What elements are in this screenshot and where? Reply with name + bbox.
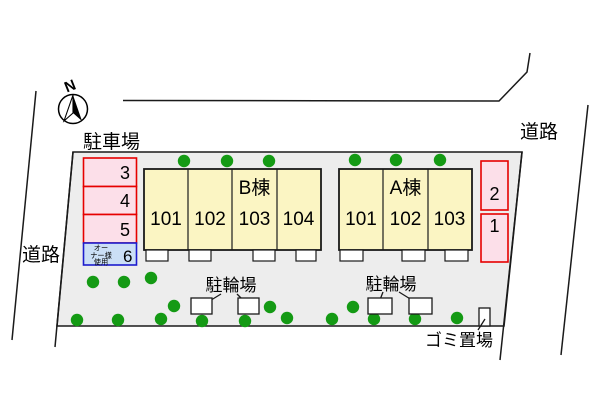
tree-icon <box>154 312 168 326</box>
tree-icon <box>238 314 252 328</box>
parking-space-2-number: 2 <box>489 184 499 204</box>
parking-space-1 <box>480 213 509 263</box>
tree-icon <box>346 300 360 314</box>
road-label-left: 道路 <box>22 244 60 266</box>
building-b-unit-101: 101 <box>150 209 182 230</box>
tree-icon <box>111 313 125 327</box>
building-b-unit-103: 103 <box>239 209 271 230</box>
tree-icon <box>117 275 131 289</box>
road-line-top <box>122 52 531 102</box>
bicycle-parking-label-2: 駐輪場 <box>366 275 417 294</box>
parking-space-6-number: 6 <box>123 247 132 266</box>
north-compass: N <box>57 77 89 125</box>
building-a <box>338 168 473 251</box>
parking-space-2 <box>480 160 509 211</box>
tree-icon <box>263 300 277 314</box>
tree-icon <box>408 312 422 326</box>
site-boundary-left-extension <box>54 151 74 348</box>
tree-icon <box>450 311 464 325</box>
parking-space-4 <box>82 185 138 216</box>
road-line-left <box>11 90 37 341</box>
north-label: N <box>62 77 78 97</box>
owner-use-text-line1: オー <box>94 244 108 253</box>
compass-needle-dark <box>73 95 82 121</box>
parking-space-5 <box>82 213 138 244</box>
building-b-unit-102: 102 <box>194 209 226 230</box>
building-b-label: B棟 <box>239 177 271 199</box>
building-a-unit-103: 103 <box>434 209 466 230</box>
building-a-unit-102: 102 <box>390 209 422 230</box>
entrance-porch <box>145 249 169 262</box>
tree-icon <box>325 312 339 326</box>
parking-space-6-owner <box>82 242 138 266</box>
entrance-porch <box>444 249 469 262</box>
trees-group <box>70 153 464 328</box>
bicycle-shed <box>408 297 433 315</box>
bicycle-shed <box>190 297 213 315</box>
site-boundary-right-extension <box>499 151 523 361</box>
leader-line <box>477 318 486 331</box>
garbage-area-label: ゴミ置場 <box>425 330 493 350</box>
building-a-label: A棟 <box>390 177 422 199</box>
building-a-unit-101: 101 <box>345 209 377 230</box>
bicycle-shed <box>237 297 260 315</box>
tree-icon <box>433 153 447 167</box>
parking-lot-label: 駐車場 <box>83 131 140 153</box>
parking-space-4-number: 4 <box>120 191 130 211</box>
compass-circle <box>57 93 89 125</box>
tree-icon <box>220 154 234 168</box>
tree-icon <box>262 154 276 168</box>
owner-use-text-line2: ナー様 <box>90 251 112 260</box>
parking-space-1-number: 1 <box>489 216 499 236</box>
road-label-right: 道路 <box>520 121 558 143</box>
tree-icon <box>70 313 84 327</box>
building-b-unit-104: 104 <box>283 209 315 230</box>
tree-icon <box>167 299 181 313</box>
garbage-box <box>478 307 491 327</box>
parking-space-3-number: 3 <box>120 163 130 183</box>
entrance-porch <box>401 249 426 262</box>
entrance-porch <box>188 249 212 262</box>
compass-needle-light <box>62 94 74 123</box>
parking-space-3 <box>82 157 138 188</box>
tree-icon <box>195 314 209 328</box>
tree-icon <box>348 153 362 167</box>
entrance-porch <box>295 249 317 262</box>
owner-use-text-line3: 使用 <box>94 258 108 267</box>
tree-icon <box>367 312 381 326</box>
entrance-porch <box>252 249 276 262</box>
parking-space-5-number: 5 <box>120 220 130 240</box>
bicycle-parking-label-1: 駐輪場 <box>206 276 257 295</box>
entrance-porch <box>339 249 364 262</box>
tree-icon <box>86 275 100 289</box>
tree-icon <box>280 311 294 325</box>
road-line-right <box>560 104 589 356</box>
tree-icon <box>144 271 158 285</box>
bicycle-shed <box>367 297 393 315</box>
tree-icon <box>389 153 403 167</box>
tree-icon <box>177 154 191 168</box>
